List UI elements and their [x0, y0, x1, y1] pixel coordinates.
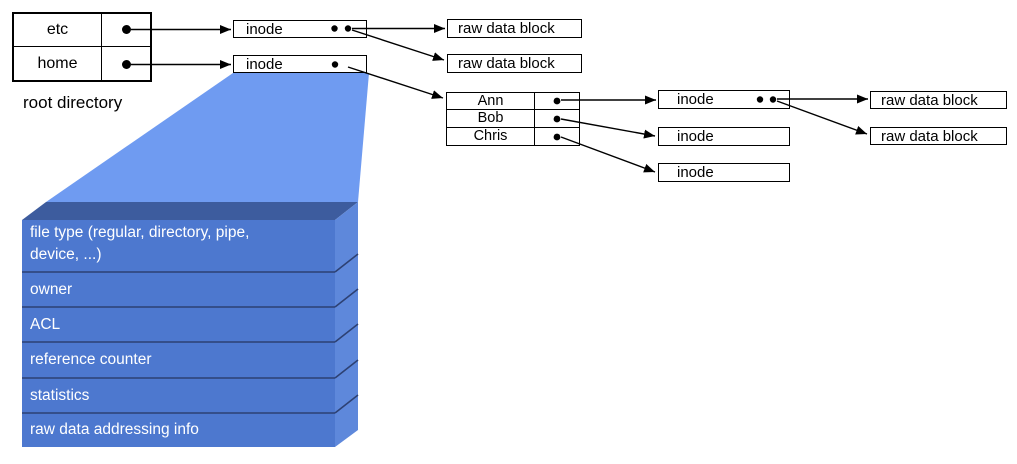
- pointer-cell-bob: [535, 110, 579, 128]
- inode-zoom-funnel: [46, 73, 369, 202]
- entry-name: Chris: [473, 128, 508, 145]
- inode-box-etc: inode: [233, 20, 367, 38]
- home-directory-table: Ann Bob Chris: [446, 92, 580, 146]
- entry-name: Bob: [477, 110, 504, 127]
- inode-box-bob: inode: [658, 127, 790, 146]
- pointer-dot-ann: [553, 97, 561, 105]
- pointer-cell-chris: [535, 128, 579, 145]
- pointer-dot-inode2: [331, 61, 339, 68]
- arrow-bob-to-inode: [560, 118, 656, 139]
- arrow-ann-inode-to-rawblock2: [776, 100, 868, 135]
- inode-field-acl: ACL: [30, 316, 61, 333]
- entry-name: etc: [46, 21, 69, 38]
- raw-data-block-3: raw data block: [870, 91, 1007, 109]
- arrow-inode1-to-rawblock2: [351, 29, 445, 61]
- pointer-dot-inode1-b: [344, 25, 352, 32]
- pointer-dot-chris: [553, 133, 561, 141]
- inode-box-home: inode: [233, 55, 367, 73]
- raw-data-block-label: raw data block: [458, 55, 555, 72]
- directory-entry-home: home: [14, 47, 102, 80]
- inode-structure-side-face: [335, 202, 358, 447]
- inode-box-chris: inode: [658, 163, 790, 182]
- raw-data-block-2: raw data block: [447, 54, 582, 73]
- inode-label: inode: [677, 164, 714, 181]
- inode-field-statistics: statistics: [30, 387, 90, 404]
- pointer-dot-bob: [553, 115, 561, 123]
- raw-data-block-4: raw data block: [870, 127, 1007, 145]
- inode-field-file-type: file type (regular, directory, pipe, dev…: [30, 224, 250, 263]
- pointer-dots: [122, 25, 777, 141]
- pointer-dot-home: [122, 60, 131, 69]
- pointer-dot-ann-inode-a: [756, 96, 764, 103]
- inode-box-ann: inode: [658, 90, 790, 109]
- inode-field-reference-counter: reference counter: [30, 351, 152, 368]
- inode-label: inode: [246, 55, 283, 73]
- root-directory-caption: root directory: [23, 93, 123, 112]
- raw-data-block-label: raw data block: [881, 127, 978, 145]
- entry-name: home: [37, 54, 78, 72]
- pointer-cell-etc: [102, 14, 150, 47]
- raw-data-block-label: raw data block: [881, 91, 978, 109]
- pointer-dot-ann-inode-b: [769, 96, 777, 103]
- directory-entry-bob: Bob: [447, 110, 535, 128]
- inode-structure-separators: [22, 253, 359, 414]
- inode-label: inode: [246, 20, 283, 38]
- raw-data-block-label: raw data block: [458, 20, 555, 37]
- directory-entry-chris: Chris: [447, 127, 535, 145]
- inode-structure-front-face: [22, 220, 335, 447]
- pointer-dot-etc: [122, 25, 131, 34]
- entry-name: Ann: [477, 93, 504, 110]
- inode-structure-top-face: [22, 202, 358, 220]
- inode-label: inode: [677, 128, 714, 145]
- arrow-chris-to-inode: [560, 136, 656, 173]
- pointer-dot-inode1-a: [331, 25, 338, 32]
- raw-data-block-1: raw data block: [447, 19, 582, 38]
- directory-entry-etc: etc: [14, 14, 102, 47]
- root-directory-table: etc home: [12, 12, 152, 82]
- pointer-cell-ann: [535, 93, 579, 111]
- inode-field-owner: owner: [30, 281, 73, 298]
- directory-entry-ann: Ann: [447, 93, 535, 111]
- inode-field-raw-data-addressing: raw data addressing info: [30, 421, 199, 438]
- inode-label: inode: [677, 91, 714, 108]
- pointer-cell-home: [102, 47, 150, 80]
